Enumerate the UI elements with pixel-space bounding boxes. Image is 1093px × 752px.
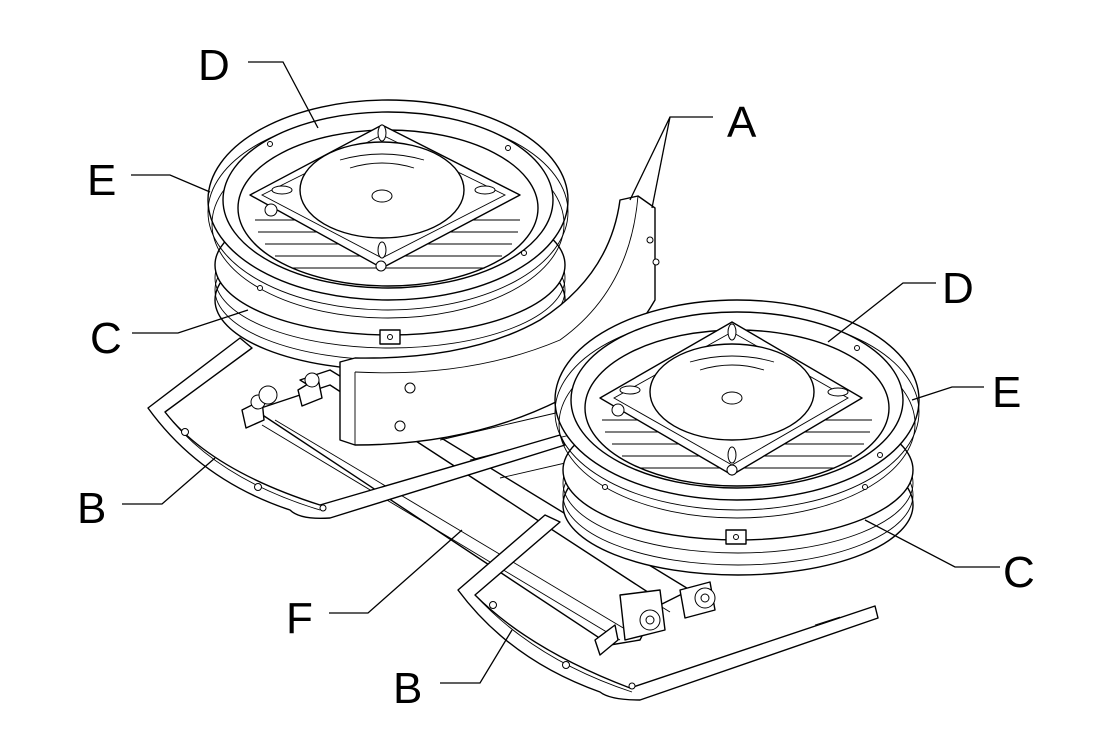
label-e-left: E	[87, 156, 116, 205]
label-b-right: B	[393, 664, 422, 713]
label-d-left: D	[198, 41, 230, 90]
label-d-right: D	[942, 264, 974, 313]
label-f: F	[286, 594, 313, 643]
label-c-right: C	[1003, 548, 1035, 597]
label-a: A	[727, 98, 757, 147]
skid-blade-b-right	[457, 514, 879, 701]
wheel-right	[554, 299, 920, 576]
callout-labels: D E C A B D E C F B	[77, 41, 1035, 713]
skid-blade-b-left	[147, 337, 566, 520]
label-e-right: E	[992, 368, 1021, 417]
wheel-left	[207, 99, 569, 371]
mount-bolts	[241, 372, 716, 656]
leader-lines	[122, 61, 1000, 684]
label-c-left: C	[90, 314, 122, 363]
label-b-left: B	[77, 484, 106, 533]
